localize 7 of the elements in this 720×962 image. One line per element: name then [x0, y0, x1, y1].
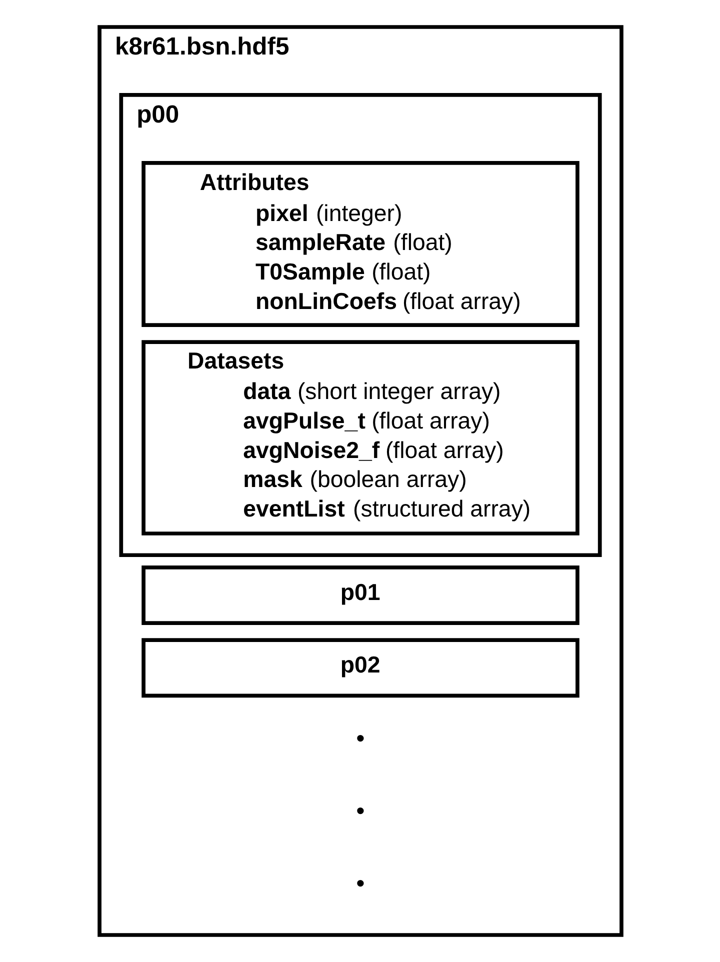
node-box: Datasets data (short integer array) avgPulse_t (float array) avgNoise2_f (float array) mask (boolean array) eventList (structured array) — [141, 340, 579, 536]
label: • — [356, 870, 364, 898]
label: • — [356, 798, 364, 825]
node-box: Attributes pixel (integer) sampleRate (float) T0Sample (float) nonLinCoefs (float array) — [141, 160, 579, 327]
node-box: p01 — [141, 566, 579, 625]
node-box: p02 — [141, 638, 579, 698]
label: • — [356, 725, 364, 752]
